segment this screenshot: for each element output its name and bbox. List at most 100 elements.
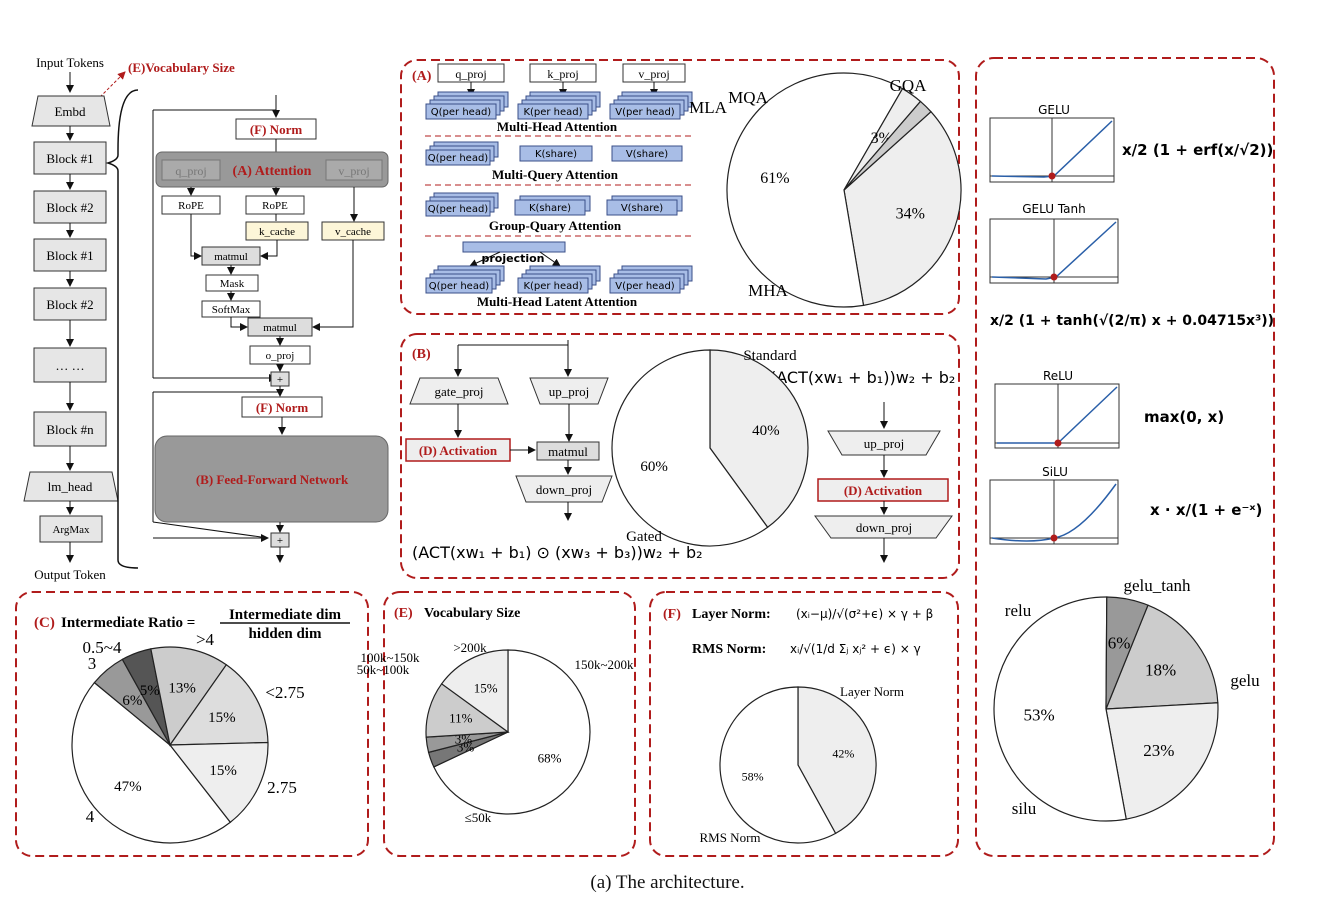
pie-value-label: 15% bbox=[208, 710, 236, 726]
pie-category-label: 100k~150k bbox=[360, 650, 420, 665]
gelu-name: GELU bbox=[1038, 103, 1070, 117]
gelu-formula: x/2 (1 + erf(x/√2)) bbox=[1122, 141, 1273, 159]
gqa-title: Group-Quary Attention bbox=[489, 218, 622, 233]
pie-value-label: 5% bbox=[140, 683, 160, 699]
pie-category-label: RMS Norm bbox=[699, 830, 760, 845]
mqa-q-head: Q(per head) bbox=[428, 153, 489, 164]
rope-1-label: RoPE bbox=[178, 200, 204, 212]
pie-slice-intermediate-ratio-4 bbox=[168, 663, 269, 746]
pie-category-label: 0.5~4 bbox=[83, 638, 122, 657]
pie-category-label: Layer Norm bbox=[840, 684, 904, 699]
pie-category-label: 50k~100k bbox=[357, 662, 410, 677]
pie-category-label: gelu_tanh bbox=[1123, 576, 1191, 595]
argmax-label: ArgMax bbox=[52, 524, 90, 536]
pie-vocabulary-size: 68%3%3%11%15%≤50k50k~100k100k~150k>200k1… bbox=[357, 640, 634, 825]
gelu-tanh-plot: GELU Tanh x/2 (1 + tanh(√(2/π) x + 0.047… bbox=[989, 202, 1274, 329]
b-activation: (D) Activation bbox=[419, 443, 498, 458]
pie-category-label: MQA bbox=[728, 88, 768, 107]
attn-v-proj-label: v_proj bbox=[338, 164, 369, 178]
panel-e-title: Vocabulary Size bbox=[424, 606, 520, 621]
norm-1-label: (F) Norm bbox=[250, 122, 303, 137]
b-gate-proj: gate_proj bbox=[434, 384, 483, 399]
relu-plot: ReLU max(0, x) bbox=[994, 369, 1224, 449]
b-up-proj-2: up_proj bbox=[864, 436, 904, 451]
b-up-proj: up_proj bbox=[549, 384, 589, 399]
block-2-label: Block #2 bbox=[46, 200, 93, 215]
panel-c-title: Intermediate Ratio = bbox=[61, 615, 195, 631]
v-cache-label: v_cache bbox=[335, 226, 371, 238]
panel-c-intermediate: (C) Intermediate Ratio = Intermediate di… bbox=[15, 591, 369, 857]
pie-value-label: 68% bbox=[538, 751, 562, 766]
model-stack: Input Tokens (E)Vocabulary Size Embd Blo… bbox=[23, 55, 235, 582]
layer-norm-label: Layer Norm: bbox=[692, 607, 771, 622]
block-1 bbox=[33, 141, 107, 175]
pie-value-label: 60% bbox=[640, 459, 668, 475]
block-1-label: Block #1 bbox=[46, 151, 93, 166]
pie-category-label: Standard bbox=[743, 348, 797, 364]
panel-c-denominator: hidden dim bbox=[249, 626, 322, 642]
pie-slice-activation-2 bbox=[993, 596, 1127, 822]
pie-value-label: 53% bbox=[1023, 706, 1054, 725]
pie-value-label: 34% bbox=[896, 205, 925, 222]
ffn-box bbox=[154, 435, 389, 523]
mha-title: Multi-Head Attention bbox=[497, 119, 618, 134]
embd-block bbox=[31, 95, 111, 127]
pie-value-label: 40% bbox=[752, 423, 780, 439]
gelu-tanh-formula: x/2 (1 + tanh(√(2/π) x + 0.04715x³)) bbox=[990, 313, 1274, 329]
relu-name: ReLU bbox=[1043, 369, 1073, 383]
attn-q-proj-label: q_proj bbox=[175, 164, 206, 178]
pie-slice-ffn-0 bbox=[709, 349, 809, 529]
block-ellipsis-label: … … bbox=[55, 358, 84, 373]
block-n-label: Block #n bbox=[46, 422, 94, 437]
pie-category-label: <2.75 bbox=[265, 683, 304, 702]
b-matmul: matmul bbox=[548, 444, 588, 459]
block-4-label: Block #2 bbox=[46, 297, 93, 312]
o-proj-label: o_proj bbox=[266, 350, 295, 362]
block-3 bbox=[33, 238, 107, 272]
pie-slice-activation-1 bbox=[1105, 702, 1219, 820]
pie-category-label: GQA bbox=[890, 76, 928, 95]
b-activation-2: (D) Activation bbox=[844, 483, 923, 498]
mha-q-head: Q(per head) bbox=[431, 107, 492, 118]
pie-category-label: MHA bbox=[748, 281, 788, 300]
pie-category-label: 2.75 bbox=[267, 778, 297, 797]
pie-category-label: >200k bbox=[453, 640, 487, 655]
block-ellipsis bbox=[33, 347, 107, 383]
vocab-size-label: (E)Vocabulary Size bbox=[128, 60, 235, 75]
mla-projection: projection bbox=[481, 252, 544, 265]
block-detail: (F) Norm q_proj v_proj (A) Attention RoP… bbox=[152, 95, 389, 563]
a-k-proj: k_proj bbox=[547, 67, 578, 81]
input-tokens-label: Input Tokens bbox=[36, 55, 104, 70]
pie-category-label: ≤50k bbox=[465, 810, 492, 825]
lm-head-label: lm_head bbox=[48, 479, 93, 494]
silu-formula: x · x/(1 + e⁻ˣ) bbox=[1150, 501, 1262, 519]
pie-category-label: 4 bbox=[86, 807, 95, 826]
gelu-tanh-name: GELU Tanh bbox=[1022, 202, 1085, 216]
pie-value-label: 15% bbox=[474, 680, 498, 695]
pie-slice-norm-0 bbox=[797, 686, 877, 835]
pie-slice-norm-1 bbox=[719, 686, 837, 844]
matmul-2-label: matmul bbox=[263, 322, 297, 334]
pie-value-label: 6% bbox=[122, 693, 142, 709]
panel-f-norm: (F) Layer Norm: (xᵢ−μ)/√(σ²+ϵ) × γ + β R… bbox=[649, 591, 959, 857]
block-4 bbox=[33, 287, 107, 321]
panel-activation: GELU x/2 (1 + erf(x/√2)) GELU Tanh x/2 (… bbox=[975, 57, 1275, 857]
block-3-label: Block #1 bbox=[46, 248, 93, 263]
panel-e-vocab: (E) Vocabulary Size bbox=[383, 591, 636, 857]
panel-c-tag: (C) bbox=[34, 615, 55, 631]
residual-plus-1: + bbox=[277, 374, 283, 386]
pie-category-label: silu bbox=[1012, 799, 1037, 818]
pie-category-label: Gated bbox=[626, 529, 662, 545]
residual-plus-2: + bbox=[277, 535, 283, 547]
a-v-proj: v_proj bbox=[638, 67, 669, 81]
block-list: Block #1 Block #2 Block #1 Block #2 … … … bbox=[33, 126, 107, 447]
rms-norm-formula: xᵢ/√(1/d Σⱼ xⱼ² + ϵ) × γ bbox=[790, 642, 921, 656]
embd-label: Embd bbox=[54, 104, 86, 119]
pie-slice-activation-0 bbox=[1105, 604, 1219, 710]
pie-slice-intermediate-ratio-3 bbox=[150, 646, 228, 747]
pie-slice-vocabulary-size-4 bbox=[440, 649, 509, 734]
gqa-q-head: Q(per head) bbox=[428, 204, 489, 215]
